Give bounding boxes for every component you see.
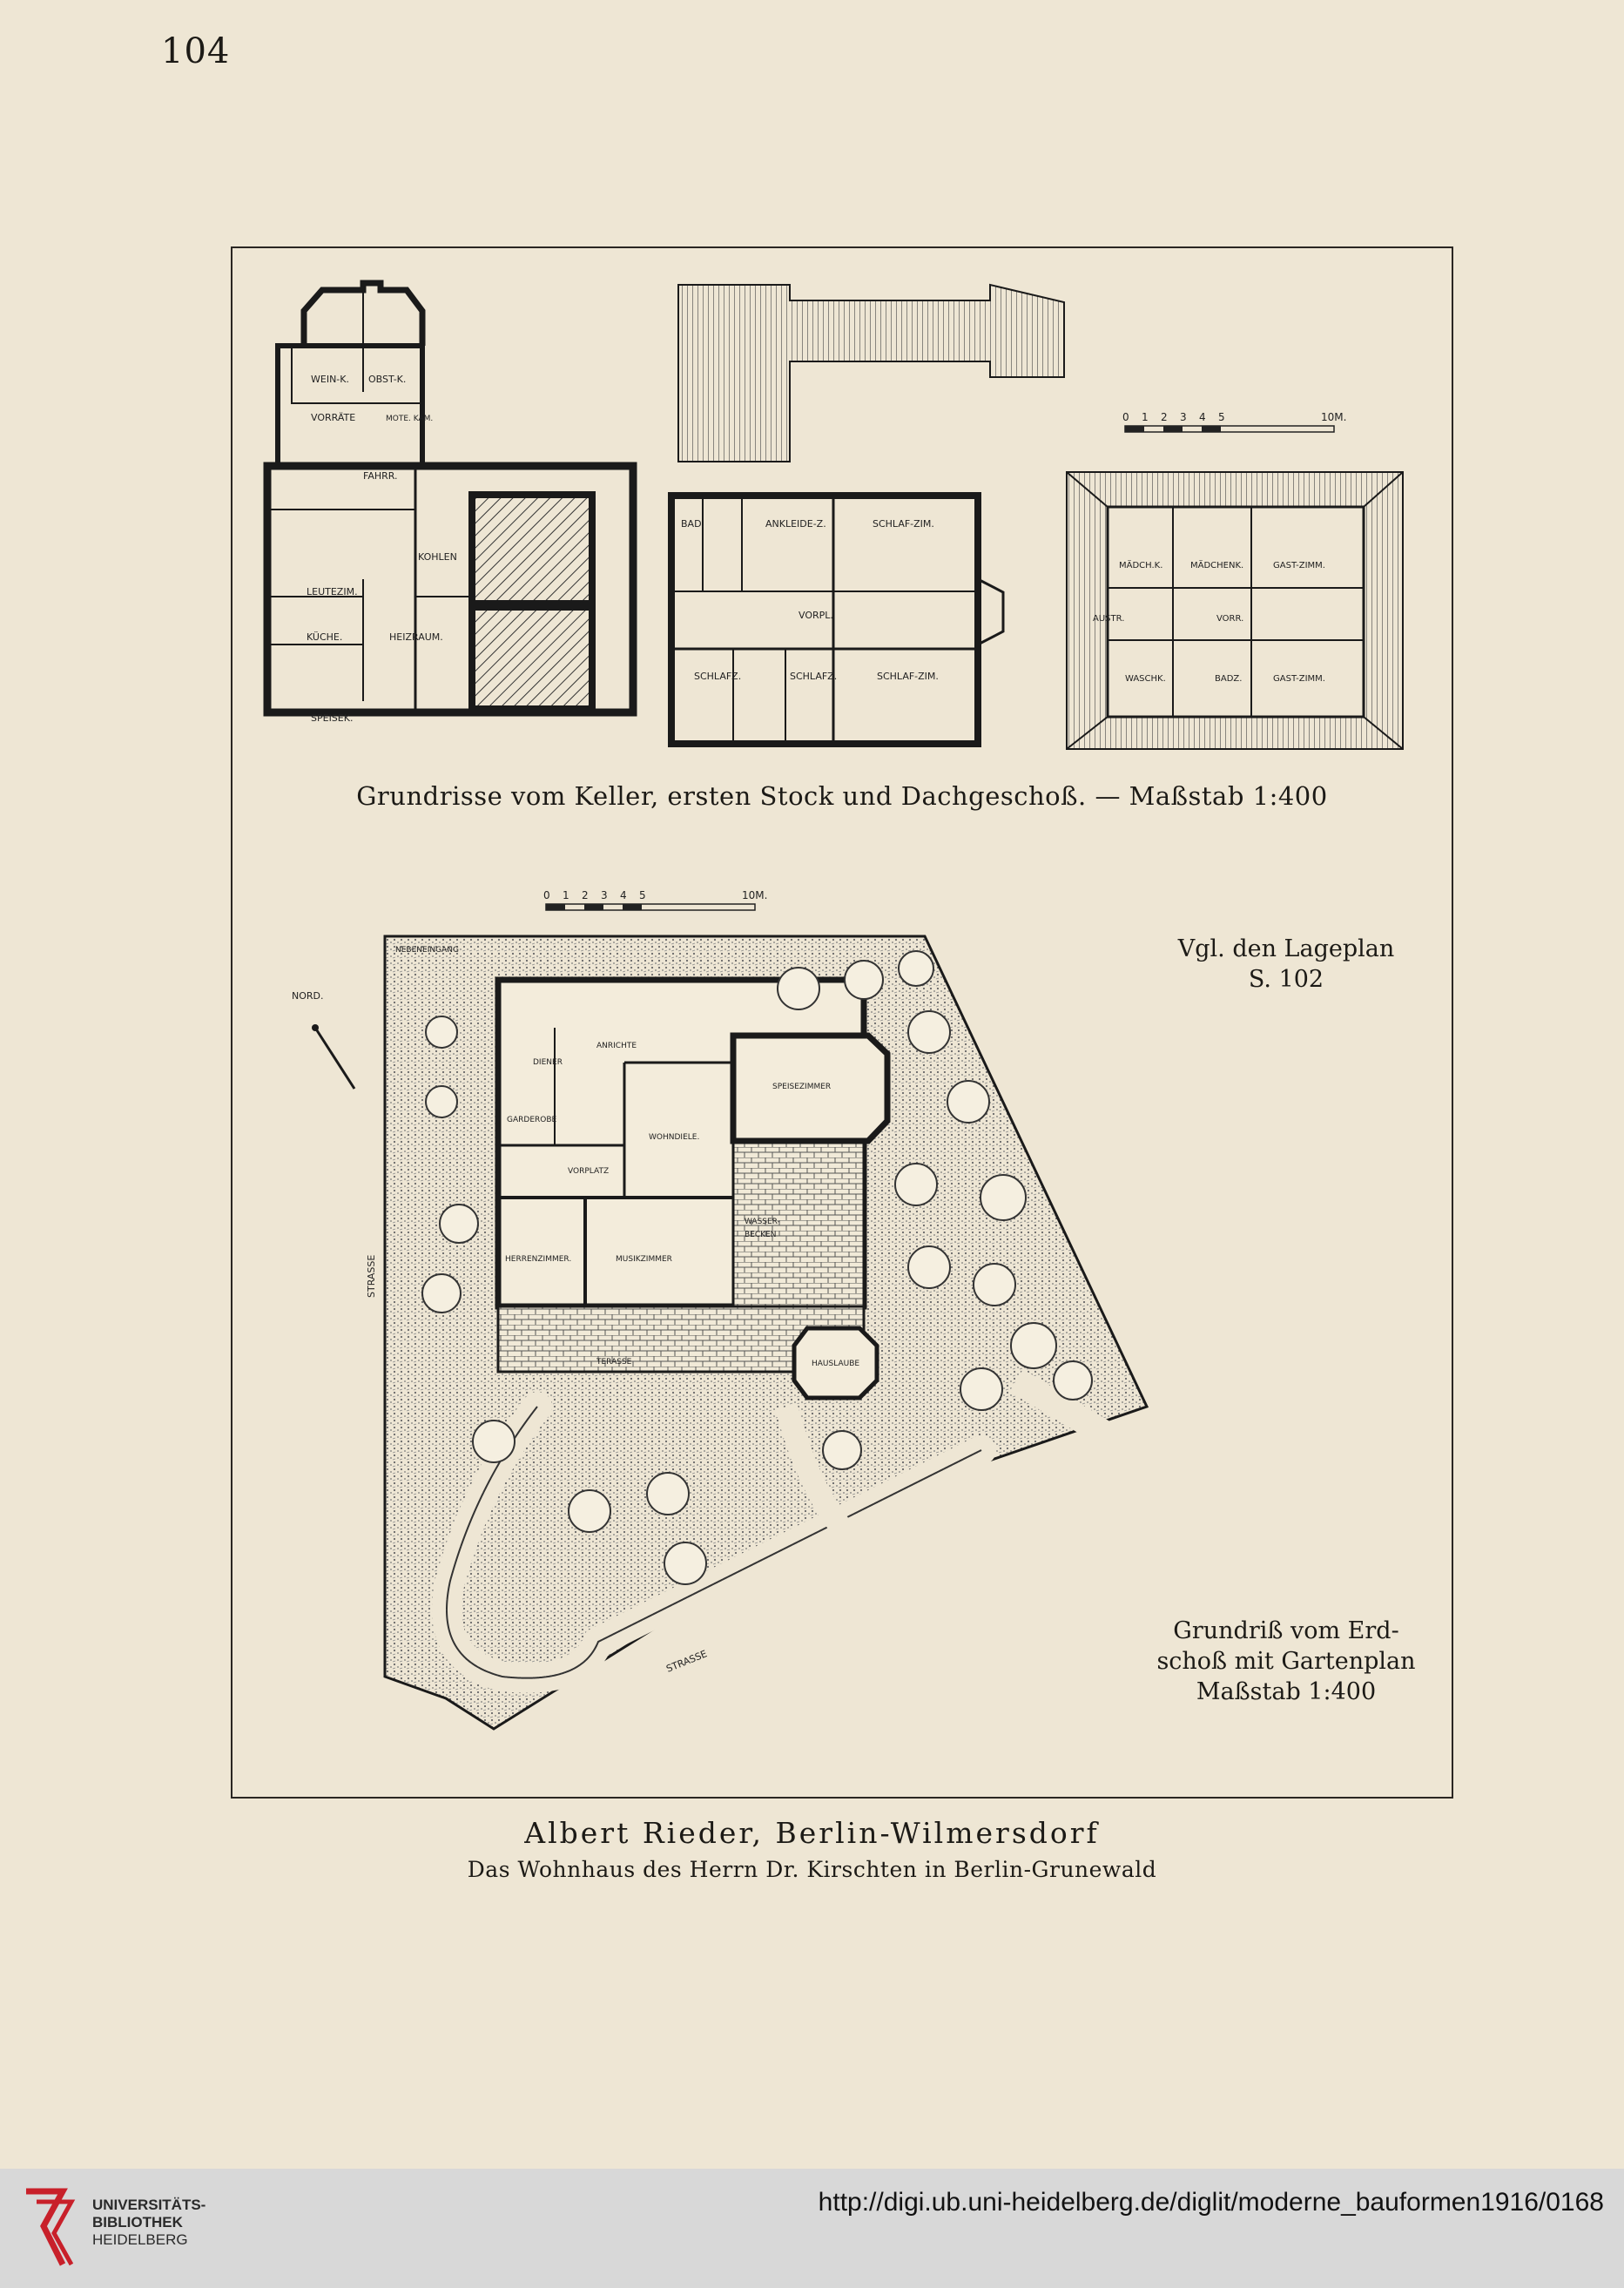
first-floor-labels: BAD. ANKLEIDE-Z. SCHLAF-ZIM. VORPL. SCHL… bbox=[681, 518, 939, 682]
library-footer: UNIVERSITÄTS- BIBLIOTHEK HEIDELBERG http… bbox=[0, 2169, 1624, 2288]
cellar-labels: WEIN-K. OBST-K. VORRÄTE MOTE. KAM. FAHRR… bbox=[307, 374, 457, 724]
attic-room-label: VORR. bbox=[1216, 614, 1243, 624]
plans-drawing: WEIN-K. OBST-K. VORRÄTE MOTE. KAM. FAHRR… bbox=[263, 280, 1404, 1731]
attic-plan bbox=[1066, 471, 1404, 750]
room-label-becken: BECKEN bbox=[745, 1231, 776, 1239]
attic-room-label: BADZ. bbox=[1215, 674, 1242, 684]
scale-tick-label: 5 bbox=[639, 889, 646, 901]
attic-room-label: GAST-ZIMM. bbox=[1273, 674, 1325, 684]
scale-tick-label: 2 bbox=[1161, 411, 1168, 423]
cellar-room-label: HEIZRAUM. bbox=[389, 631, 443, 643]
caption-line: Grundriß vom Erd- bbox=[1173, 1617, 1399, 1644]
room-label-terasse: TERASSE bbox=[596, 1358, 632, 1367]
first-floor-plan bbox=[668, 283, 1065, 747]
cellar-room-label: LEUTEZIM. bbox=[307, 586, 358, 597]
scale-tick-label: 4 bbox=[1199, 411, 1206, 423]
street-label-left: STRASSE bbox=[366, 1255, 377, 1298]
first-floor-room-label: SCHLAFZ. bbox=[790, 671, 837, 682]
cellar-room-label: KÜCHE. bbox=[307, 631, 342, 643]
scale-end-label: 10M. bbox=[1321, 411, 1346, 423]
room-label-hauslaube: HAUSLAUBE bbox=[812, 1360, 859, 1368]
building-title: Das Wohnhaus des Herrn Dr. Kirschten in … bbox=[467, 1857, 1157, 1882]
attic-room-label: GAST-ZIMM. bbox=[1273, 561, 1325, 570]
room-label-anrichte: ANRICHTE bbox=[596, 1042, 637, 1050]
cellar-room-label: SPEISEK. bbox=[311, 712, 353, 724]
attic-room-label: MÄDCHENK. bbox=[1190, 559, 1243, 570]
scale-tick-label: 1 bbox=[563, 889, 569, 901]
library-name: UNIVERSITÄTS- BIBLIOTHEK HEIDELBERG bbox=[92, 2197, 206, 2249]
reference-line: S. 102 bbox=[1248, 966, 1324, 993]
attic-room-label: MÄDCH.K. bbox=[1119, 559, 1162, 570]
page-number: 104 bbox=[161, 31, 231, 71]
street-label-bottom: STRASSE bbox=[664, 1648, 709, 1675]
plans-caption: Grundrisse vom Keller, ersten Stock und … bbox=[356, 781, 1328, 811]
room-label-wasser: WASSER- bbox=[745, 1218, 780, 1226]
cellar-room-label: OBST-K. bbox=[368, 374, 406, 385]
library-name-line: HEIDELBERG bbox=[92, 2231, 188, 2248]
plate-frame: WEIN-K. OBST-K. VORRÄTE MOTE. KAM. FAHRR… bbox=[231, 246, 1453, 1799]
first-floor-room-label: VORPL. bbox=[799, 610, 833, 621]
cellar-room-label: WEIN-K. bbox=[311, 374, 349, 385]
library-name-line: UNIVERSITÄTS- bbox=[92, 2197, 206, 2213]
cellar-plan bbox=[263, 280, 637, 717]
first-floor-room-label: SCHLAFZ. bbox=[694, 671, 741, 682]
garden-trees bbox=[421, 950, 1093, 1585]
scale-tick-label: 3 bbox=[1180, 411, 1187, 423]
scale-tick-label: 0 bbox=[543, 889, 550, 901]
source-url-link[interactable]: http://digi.ub.uni-heidelberg.de/diglit/… bbox=[818, 2188, 1604, 2217]
site-label-nebeneingang: NEBENEINGANG bbox=[395, 946, 459, 955]
scale-tick-label: 0 bbox=[1122, 411, 1129, 423]
room-label-diener: DIENER bbox=[533, 1058, 563, 1067]
garden-plan bbox=[312, 935, 1149, 1731]
caption-line: schoß mit Gartenplan bbox=[1156, 1648, 1416, 1675]
attic-labels: MÄDCH.K. MÄDCHENK. GAST-ZIMM. AUSTR. VOR… bbox=[1093, 559, 1325, 684]
attic-room-label: WASCHK. bbox=[1125, 674, 1166, 684]
room-label-speisezimmer: SPEISEZIMMER bbox=[772, 1083, 831, 1091]
scale-bar-garden: 0 1 2 3 4 5 10M. bbox=[543, 889, 767, 911]
scale-tick-label: 5 bbox=[1218, 411, 1225, 423]
room-label-herrenzimmer: HERRENZIMMER. bbox=[505, 1255, 571, 1264]
caption-line: Maßstab 1:400 bbox=[1196, 1678, 1377, 1705]
first-floor-room-label: BAD. bbox=[681, 518, 704, 530]
cellar-room-label: KOHLEN bbox=[418, 551, 457, 563]
first-floor-room-label: SCHLAF-ZIM. bbox=[873, 518, 934, 530]
room-label-vorplatz: VORPLATZ bbox=[568, 1167, 609, 1176]
ground-floor-caption: Grundriß vom Erd- schoß mit Gartenplan M… bbox=[1103, 1616, 1469, 1707]
scale-tick-label: 2 bbox=[582, 889, 589, 901]
scale-end-label: 10M. bbox=[742, 889, 767, 901]
scale-tick-label: 1 bbox=[1142, 411, 1149, 423]
cellar-room-label: FAHRR. bbox=[363, 470, 398, 482]
site-plan-reference: Vgl. den Lageplan S. 102 bbox=[1103, 934, 1469, 995]
room-label-musikzimmer: MUSIKZIMMER bbox=[616, 1255, 672, 1264]
reference-line: Vgl. den Lageplan bbox=[1177, 935, 1395, 962]
scale-bar-top: 0 1 2 3 4 5 10M. bbox=[1122, 411, 1346, 433]
first-floor-room-label: ANKLEIDE-Z. bbox=[765, 518, 826, 530]
scale-tick-label: 3 bbox=[601, 889, 608, 901]
scale-tick-label: 4 bbox=[620, 889, 627, 901]
cellar-room-label: VORRÄTE bbox=[311, 412, 355, 423]
library-logo-icon bbox=[26, 2188, 76, 2266]
architect-credit: Albert Rieder, Berlin-Wilmersdorf bbox=[524, 1816, 1100, 1850]
library-name-line: BIBLIOTHEK bbox=[92, 2214, 183, 2231]
attic-room-label: AUSTR. bbox=[1093, 614, 1124, 624]
first-floor-room-label: SCHLAF-ZIM. bbox=[877, 671, 939, 682]
room-label-wohndiele: WOHNDIELE. bbox=[649, 1133, 699, 1142]
north-label: NORD. bbox=[292, 990, 324, 1002]
room-label-garderobe: GARDEROBE bbox=[507, 1116, 557, 1124]
cellar-room-label: MOTE. KAM. bbox=[386, 415, 433, 423]
